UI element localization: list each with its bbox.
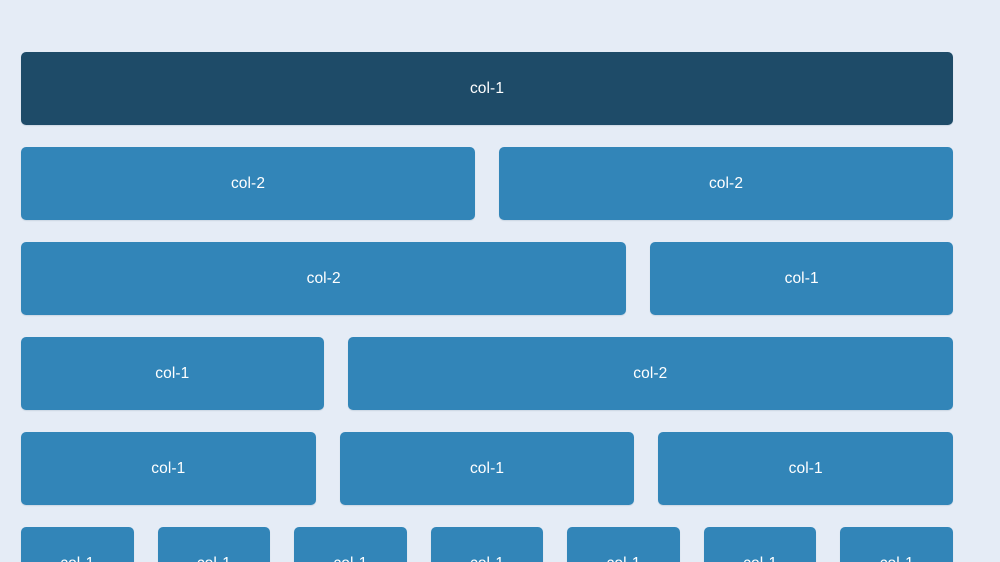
grid-cell[interactable]: col-2: [21, 147, 475, 220]
grid-cell[interactable]: col-1: [658, 432, 954, 505]
grid-row: col-1 col-2: [21, 337, 953, 410]
grid-cell[interactable]: col-1: [21, 527, 134, 562]
grid-row: col-2 col-2: [21, 147, 953, 220]
grid-cell[interactable]: col-1: [21, 432, 316, 505]
grid-cell[interactable]: col-2: [347, 337, 953, 410]
grid-row: col-1 col-1 col-1 col-1 col-1 col-1 col-1: [21, 527, 954, 562]
grid-row: col-2 col-1: [21, 242, 953, 315]
grid-cell[interactable]: col-1: [339, 432, 635, 505]
grid-cell[interactable]: col-1: [840, 527, 954, 562]
grid-cell[interactable]: col-1: [21, 52, 953, 125]
grid-cell[interactable]: col-1: [650, 242, 953, 315]
grid-cell[interactable]: col-1: [703, 527, 817, 562]
grid-row: col-1: [21, 52, 953, 125]
grid-cell[interactable]: col-1: [567, 527, 680, 562]
grid-cell[interactable]: col-1: [430, 527, 544, 562]
grid-cell[interactable]: col-1: [294, 527, 407, 562]
grid-cell[interactable]: col-2: [499, 147, 953, 220]
grid-cell[interactable]: col-2: [21, 242, 627, 315]
grid-cell[interactable]: col-1: [21, 337, 324, 410]
grid-row: col-1 col-1 col-1: [21, 432, 954, 505]
grid-cell[interactable]: col-1: [157, 527, 271, 562]
